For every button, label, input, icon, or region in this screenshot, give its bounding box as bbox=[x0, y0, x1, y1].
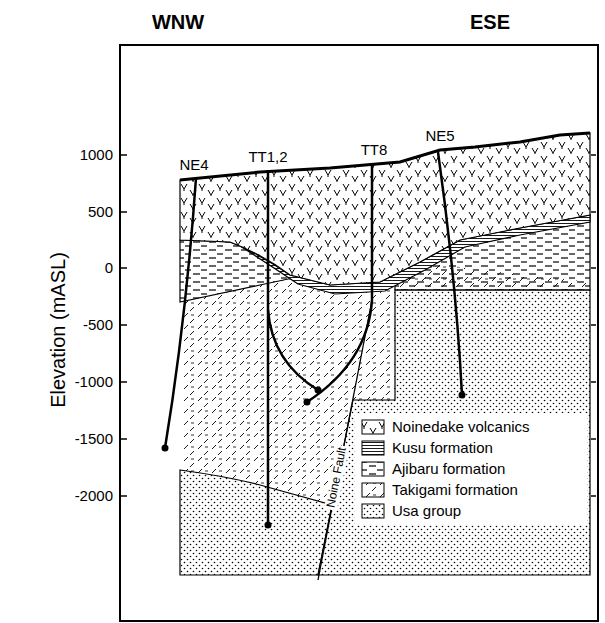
well-name: NE5 bbox=[425, 128, 454, 145]
legend-text: Noinedake volcanics bbox=[392, 419, 530, 436]
legend-text: Takigami formation bbox=[392, 482, 518, 499]
tick-label: -2000 bbox=[75, 488, 113, 505]
well-name: TT8 bbox=[361, 142, 388, 159]
legend-text: Usa group bbox=[392, 503, 461, 520]
tick-label: 1000 bbox=[80, 147, 113, 164]
well-name: TT1,2 bbox=[248, 149, 287, 166]
tick-label: -500 bbox=[83, 317, 113, 334]
tick-label: -1000 bbox=[75, 374, 113, 391]
legend-text: Ajibaru formation bbox=[392, 461, 505, 478]
direction-label: ESE bbox=[470, 11, 510, 33]
tick-label: 0 bbox=[105, 260, 113, 277]
tick-label: -1500 bbox=[75, 431, 113, 448]
tick-label: 500 bbox=[88, 204, 113, 221]
direction-label: WNW bbox=[152, 11, 204, 33]
well-name: NE4 bbox=[179, 157, 208, 174]
axis-title: Elevation (mASL) bbox=[47, 252, 69, 408]
legend-text: Kusu formation bbox=[392, 440, 493, 457]
